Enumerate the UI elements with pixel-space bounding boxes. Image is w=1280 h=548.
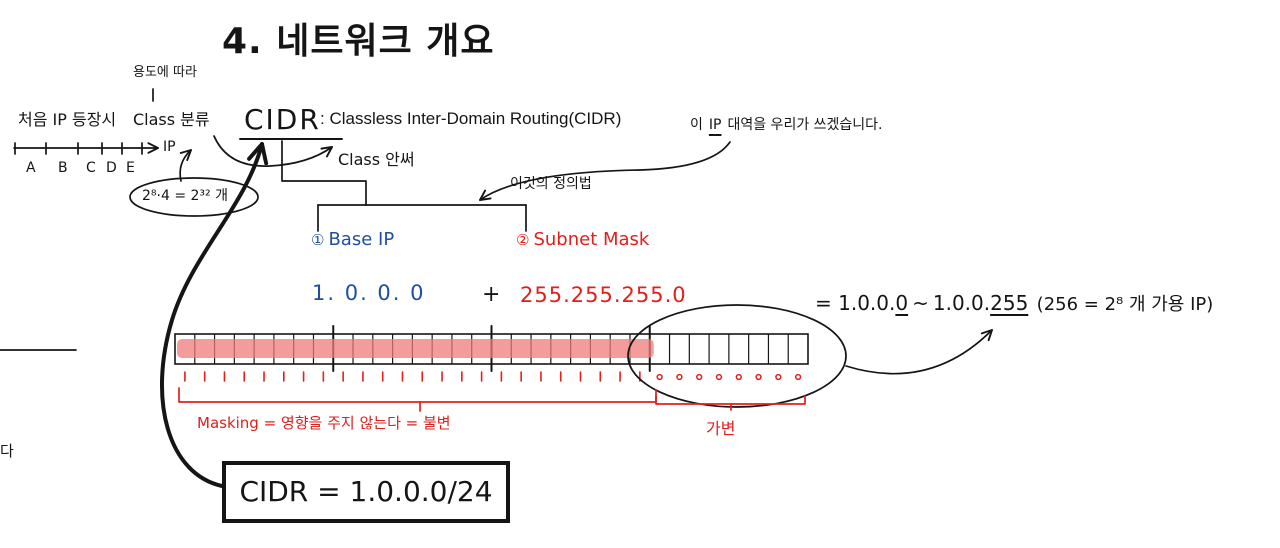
variable-bit-marker: [794, 373, 802, 381]
class-e-label: E: [126, 160, 135, 176]
class-arrow: [179, 149, 192, 182]
meaning-arrow: [479, 141, 731, 201]
masked-bracket-line: [178, 387, 657, 403]
edge-fragment-text: 다: [0, 442, 14, 460]
no-class-note: Class 안써: [338, 150, 415, 169]
ip-number-line: [13, 142, 159, 155]
base-ip-value: 1. 0. 0. 0: [312, 281, 426, 305]
range-equals: =: [815, 291, 832, 315]
meaning-note: 이 IP 대역을 우리가 쓰겠습니다.: [690, 118, 883, 132]
mask-highlight: [177, 339, 654, 358]
address-count-oval: [129, 177, 259, 217]
range-start-octet: 0: [895, 291, 909, 315]
variable-bit-marker: [775, 373, 782, 381]
masked-bracket: [178, 387, 657, 412]
definition-tree: [281, 140, 527, 232]
variable-bit-marker: [676, 373, 683, 381]
definition-method-note: 이것의 정의법: [510, 176, 592, 192]
range-start-prefix: 1.0.0.: [838, 291, 896, 315]
range-end-octet: 255: [990, 291, 1029, 315]
meaning-note-ip: IP: [708, 117, 722, 133]
class-a-label: A: [26, 160, 36, 176]
first-ip-label: 처음 IP 등장시: [18, 110, 117, 129]
ip-axis-label: IP: [163, 139, 176, 155]
class-classification-label: Class 분류: [133, 110, 210, 129]
meaning-note-before: 이: [690, 117, 703, 133]
notation-arrow: [159, 142, 269, 488]
purpose-note: 용도에 따라: [133, 65, 197, 80]
variable-bits-oval: [627, 304, 847, 408]
no-class-arrow: [213, 135, 333, 167]
address-range: = 1.0.0.0~1.0.0.255 (256 = 2⁸ 개 가용 IP): [815, 293, 1213, 314]
variable-bracket: [655, 395, 806, 411]
class-b-label: B: [58, 160, 68, 176]
step-1-marker: ①: [311, 231, 325, 249]
meaning-note-after: 대역을 우리가 쓰겠습니다.: [727, 117, 883, 133]
cidr-term: CIDR: [244, 103, 321, 136]
variable-bit-marker: [696, 373, 703, 381]
base-ip-text: Base IP: [328, 229, 395, 250]
subnet-mask-value: 255.255.255.0: [520, 283, 687, 307]
range-end-prefix: 1.0.0.: [932, 291, 991, 315]
plus-sign: +: [482, 282, 501, 307]
subnet-mask-text: Subnet Mask: [533, 229, 650, 250]
cidr-notation-text: CIDR = 1.0.0.0/24: [239, 475, 493, 508]
variable-bit-marker: [735, 373, 742, 381]
variable-note: 가변: [706, 419, 736, 438]
page-title: 4. 네트워크 개요: [222, 21, 495, 62]
step-2-marker: ②: [516, 231, 530, 249]
variable-bit-marker: [715, 373, 723, 381]
masking-note: Masking = 영향을 주지 않는다 = 불변: [197, 414, 451, 432]
variable-bit-marker: [755, 373, 762, 381]
range-note: (256 = 2⁸ 개 가용 IP): [1036, 294, 1214, 315]
class-c-label: C: [86, 160, 96, 176]
address-count: 2⁸·4 = 2³² 개: [142, 188, 228, 204]
bit-bar: [174, 325, 809, 382]
range-arrow: [845, 329, 993, 375]
tree-stem: [281, 140, 367, 206]
class-d-label: D: [106, 160, 117, 176]
cidr-definition: : Classless Inter-Domain Routing(CIDR): [320, 109, 622, 128]
cidr-notation-box: CIDR = 1.0.0.0/24: [222, 461, 510, 523]
variable-bit-marker: [656, 373, 663, 381]
range-tilde: ~: [912, 291, 929, 315]
